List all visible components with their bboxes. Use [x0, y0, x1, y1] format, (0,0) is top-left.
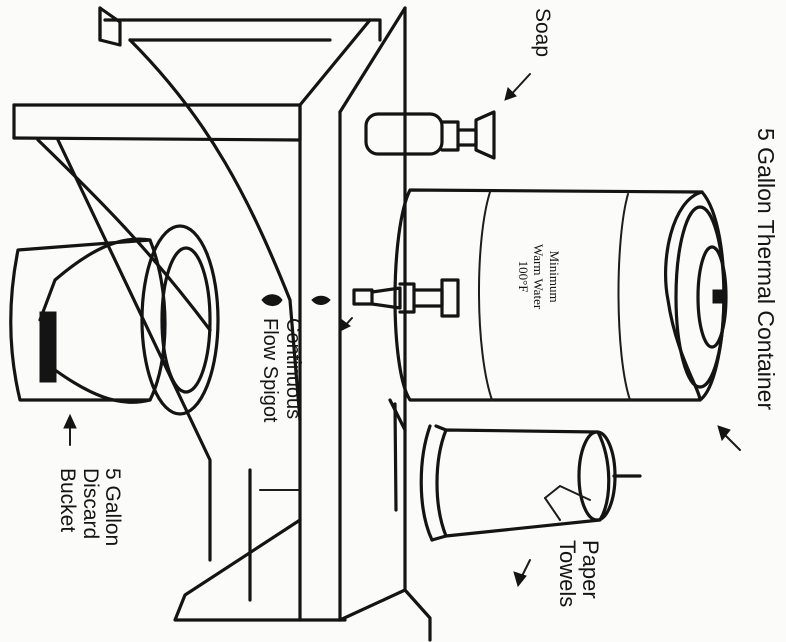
container-text-line: 100°F: [515, 260, 531, 293]
container-text: Minimum Warm Water 100°F: [515, 244, 562, 309]
bucket-label: 5 Gallon Discard Bucket: [56, 468, 125, 547]
label-arrows: [63, 73, 741, 588]
spigot-label-line: Flow Spigot: [259, 318, 281, 423]
container-text-line: Minimum: [547, 250, 562, 303]
paper-towels-label-line: Paper: [578, 540, 603, 599]
thermal-container-label: 5 Gallon Thermal Container: [753, 128, 779, 411]
container-text-line: Warm Water: [531, 244, 547, 310]
bucket-label-line: Bucket: [56, 468, 80, 533]
soap-dispenser: [364, 110, 496, 160]
spigot-label-line: Continuous: [282, 318, 304, 420]
table-stand: [12, 6, 432, 642]
thermal-container: [352, 188, 728, 402]
bucket-label-line: Discard: [78, 468, 102, 540]
bucket-label-line: 5 Gallon: [101, 468, 124, 547]
paper-towels-label-line: Towels: [554, 540, 580, 608]
spigot-label: Continuous Flow Spigot: [258, 318, 304, 423]
soap-label: Soap: [531, 8, 554, 58]
discard-bucket: [9, 224, 220, 416]
paper-towels-label: Paper Towels: [554, 540, 603, 608]
flow-indicator: [261, 294, 331, 307]
paper-towel-roll: [419, 424, 642, 542]
